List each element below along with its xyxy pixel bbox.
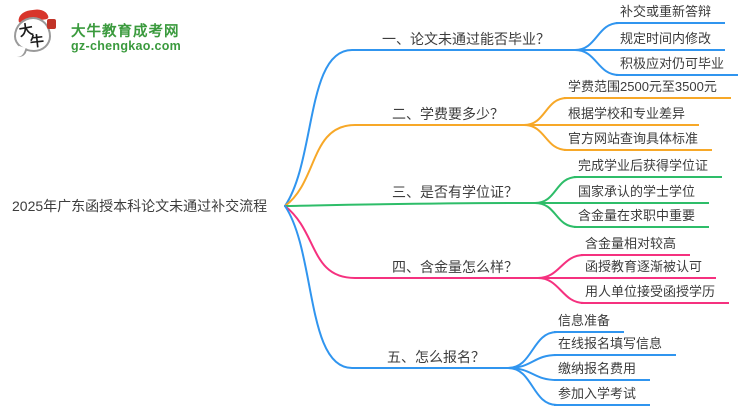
site-logo: 大 牛 大牛教育成考网 gz-chengkao.com <box>14 7 234 60</box>
branch-2-child-curve <box>523 97 568 126</box>
leaf-node: 用人单位接受函授学历 <box>581 283 730 304</box>
logo-red-seal <box>47 19 56 29</box>
logo-char: 牛 <box>29 32 45 50</box>
branch-3-wires <box>284 176 578 228</box>
leaf-node: 根据学校和专业差异 <box>564 105 700 126</box>
branch-3-child-curve <box>534 176 578 204</box>
central-topic: 2025年广东函授本科论文未通过补交流程 <box>12 198 268 214</box>
branch-1-child-curve <box>574 22 620 51</box>
leaf-node: 含金量在求职中重要 <box>574 207 710 228</box>
branch-label-2: 二、学费要多少？ <box>392 106 504 122</box>
leaf-node: 完成学业后获得学位证 <box>574 157 723 178</box>
logo-domain-text: gz-chengkao.com <box>71 39 182 53</box>
branch-label-5: 五、怎么报名？ <box>387 349 485 365</box>
leaf-node: 参加入学考试 <box>554 385 651 406</box>
branch-label-1: 一、论文未通过能否毕业？ <box>382 31 550 47</box>
branch-4-child-curve <box>537 254 585 279</box>
branch-5-child-curve <box>507 367 558 406</box>
leaf-node: 学费范围2500元至3500元 <box>564 78 731 99</box>
leaf-node: 缴纳报名费用 <box>554 360 651 381</box>
logo-bubble-icon: 大 牛 <box>14 7 58 58</box>
leaf-node: 补交或重新答辩 <box>616 3 726 24</box>
leaf-node: 含金量相对较高 <box>581 235 691 256</box>
branch-3-main-curve <box>284 202 536 207</box>
leaf-node: 积极应对仍可毕业 <box>616 55 739 76</box>
branch-4-main-curve <box>284 205 539 279</box>
branch-2-child-curve <box>523 124 568 151</box>
branch-5-wires <box>284 205 558 406</box>
branch-4-wires <box>284 205 585 304</box>
branch-1-child-curve <box>574 49 620 76</box>
leaf-node: 函授教育逐渐被认可 <box>581 258 717 279</box>
leaf-node: 规定时间内修改 <box>616 30 726 51</box>
leaf-node: 在线报名填写信息 <box>554 335 677 356</box>
branch-2-main-curve <box>284 124 525 207</box>
logo-speech-bubble <box>14 17 51 52</box>
branch-1-main-curve <box>284 49 576 207</box>
leaf-node: 信息准备 <box>554 312 625 333</box>
branch-label-3: 三、是否有学位证？ <box>392 184 518 200</box>
leaf-node: 官方网站查询具体标准 <box>564 130 713 151</box>
branch-4-child-curve <box>537 277 585 304</box>
branch-5-main-curve <box>284 205 509 369</box>
branch-2-wires <box>284 97 568 207</box>
logo-site-name: 大牛教育成考网 <box>71 24 180 40</box>
branch-1-wires <box>284 22 620 207</box>
leaf-node: 国家承认的学士学位 <box>574 183 710 204</box>
branch-3-child-curve <box>534 202 578 228</box>
branch-label-4: 四、含金量怎么样？ <box>392 259 518 275</box>
